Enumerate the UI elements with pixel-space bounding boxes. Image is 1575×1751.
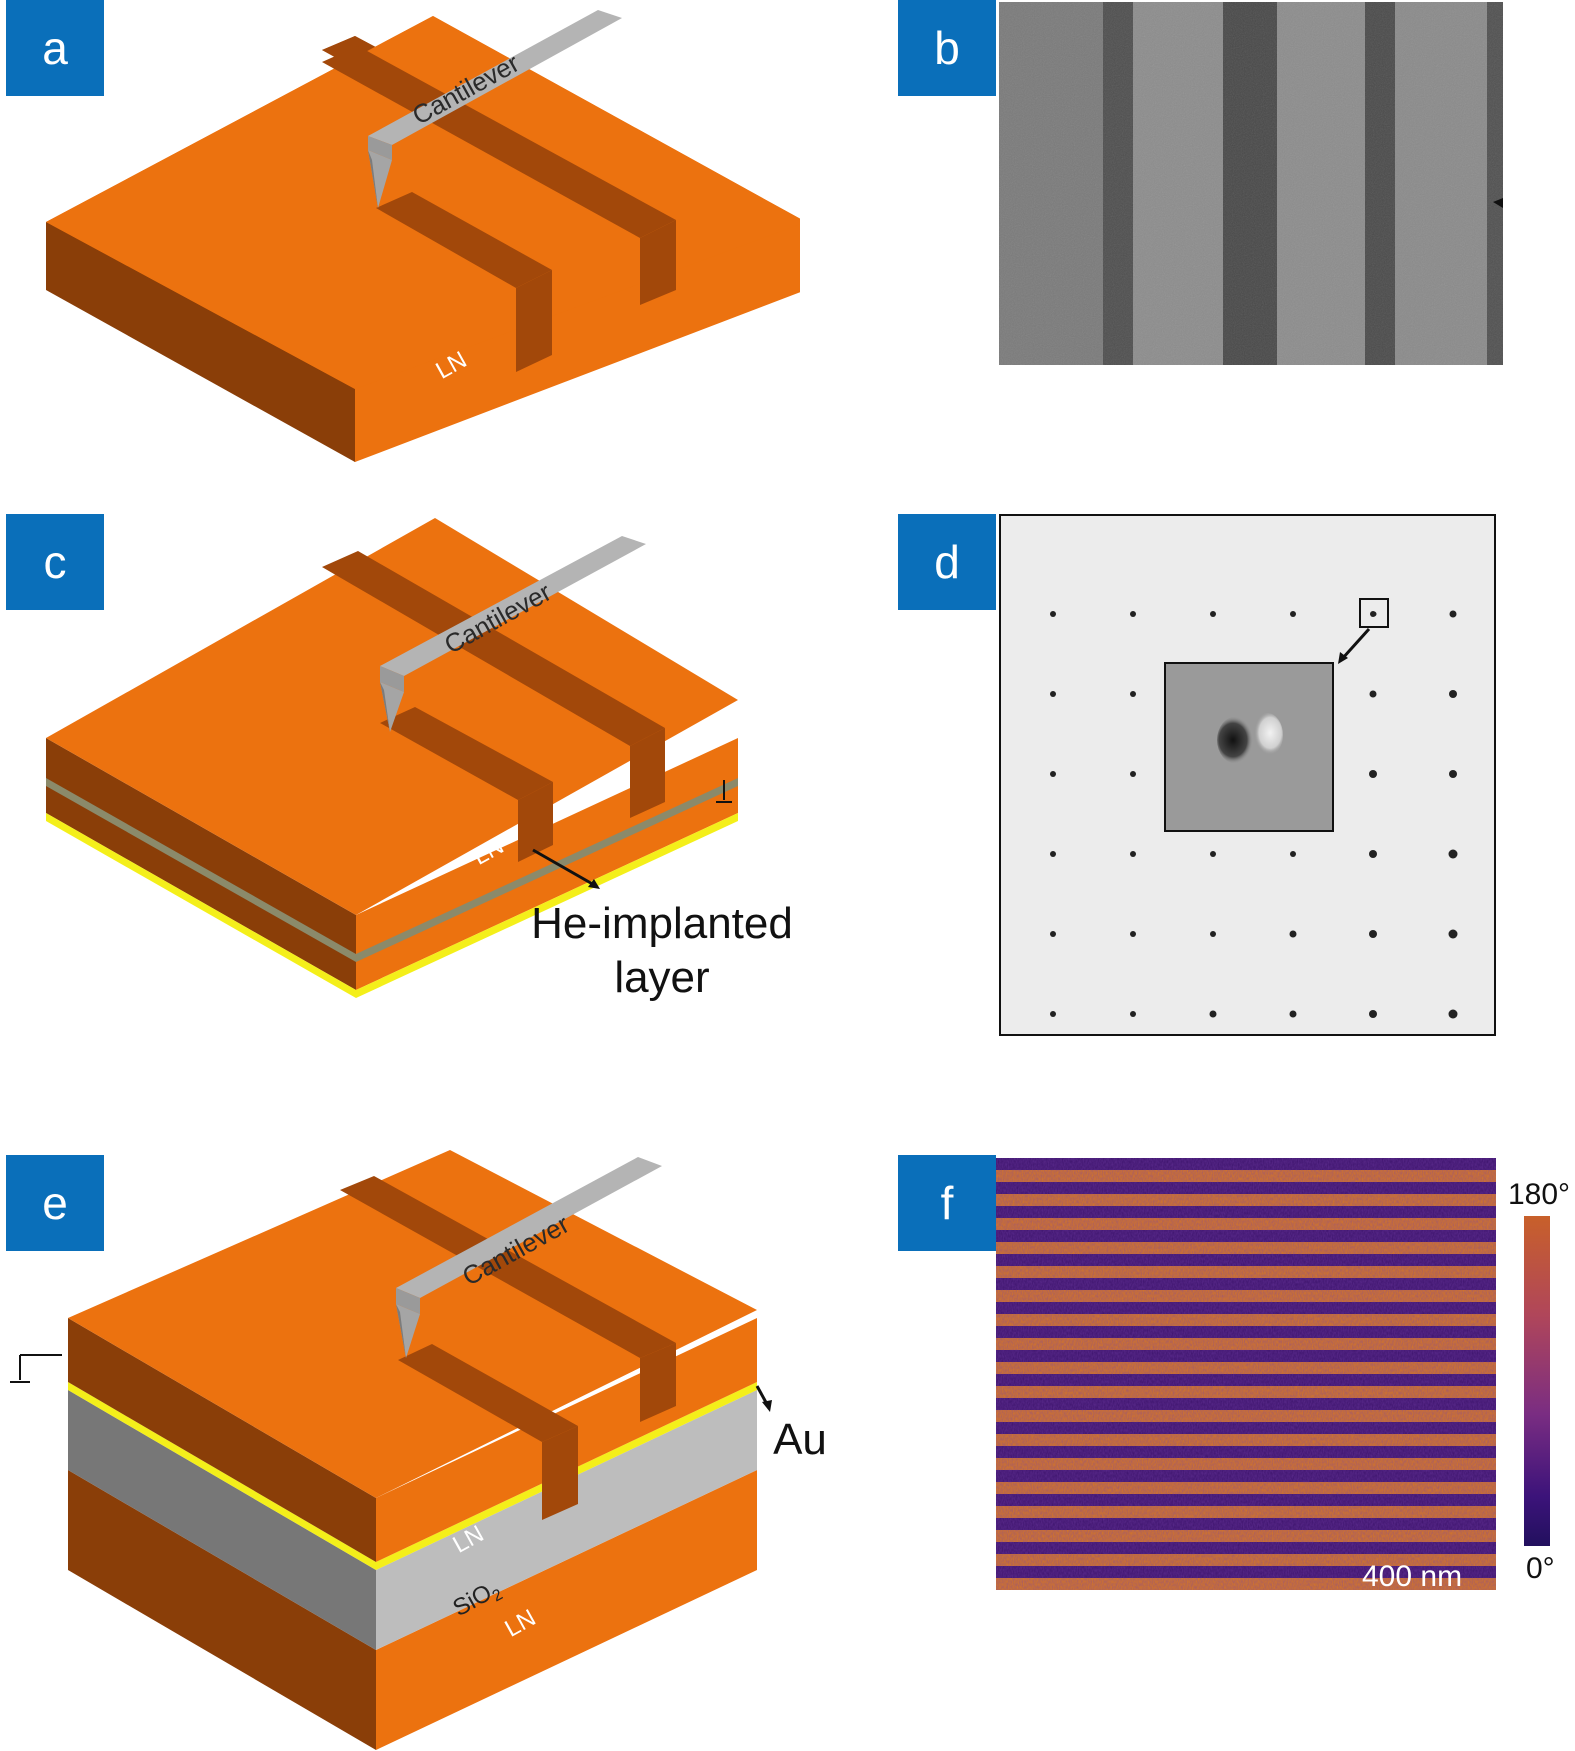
panel-a-schematic: Cantilever LN [46, 10, 800, 462]
panel-letter-c: c [6, 514, 104, 610]
panel-c-annotation-line1: He-implanted [531, 899, 793, 948]
colorbar-max-label: 180° [1508, 1178, 1571, 1211]
colorbar-min-label: 0° [1526, 1552, 1555, 1585]
panel-letter-e: e [6, 1155, 104, 1251]
panel-letter-b: b [898, 0, 996, 96]
colorbar [1524, 1216, 1550, 1546]
panel-letter-f: f [898, 1155, 996, 1251]
scale-bar [1382, 1604, 1464, 1612]
panel-c-schematic: Cantilever LN He-implanted layer [46, 518, 793, 1002]
panel-letter-a: a [6, 0, 104, 96]
panel-letter-d: d [898, 514, 996, 610]
panel-f-phase-image [996, 1158, 1496, 1590]
scale-bar-label: 400 nm [1362, 1560, 1463, 1593]
panel-e-au-label: Au [773, 1415, 827, 1464]
panel-c-annotation-line2: layer [614, 953, 709, 1002]
panel-b-pfm-image [999, 2, 1503, 365]
panel-d-dot-array [999, 514, 1496, 1036]
panel-e-schematic: Cantilever LN SiO2 LN Au [10, 1150, 827, 1750]
